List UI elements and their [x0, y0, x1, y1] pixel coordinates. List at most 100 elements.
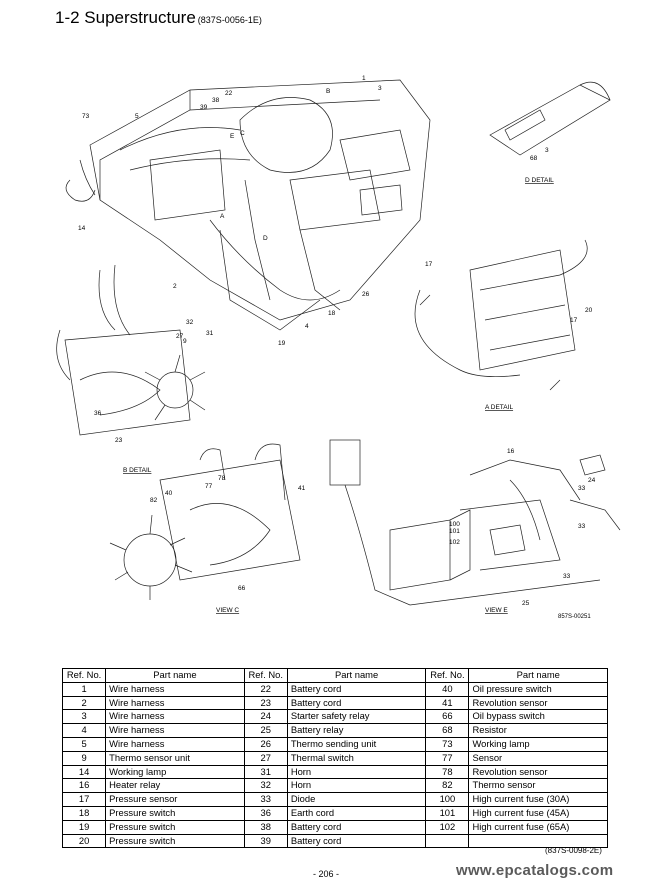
ref-number-cell: 16	[61, 778, 107, 794]
ref-number-cell: 20	[61, 833, 107, 849]
header-ref: Ref. No.	[425, 668, 470, 683]
watermark: www.epcatalogs.com	[456, 862, 614, 879]
header-ref: Ref. No.	[243, 668, 288, 683]
view-c-label: VIEW C	[216, 607, 239, 614]
part-name-cell: High current fuse (30A)	[468, 792, 608, 807]
callout-82: 82	[150, 497, 158, 504]
callout-73: 73	[82, 113, 90, 120]
parts-table-header: Ref. No. Part name Ref. No. Part name Re…	[61, 668, 608, 683]
ref-number-cell: 24	[243, 709, 288, 725]
part-name-cell: Battery cord	[286, 695, 427, 711]
ref-number-cell: 17	[61, 792, 107, 807]
callout-23: 23	[115, 437, 123, 444]
callout-9: 9	[183, 338, 187, 345]
part-name-cell: Oil bypass switch	[468, 709, 608, 725]
callout-38: 38	[212, 97, 220, 104]
parts-table: Ref. No. Part name Ref. No. Part name Re…	[61, 668, 608, 849]
ref-number-cell: 40	[425, 681, 470, 697]
part-name-cell: Pressure sensor	[105, 792, 245, 807]
part-name-cell: Resistor	[468, 723, 608, 738]
part-name-cell: Sensor	[468, 750, 608, 766]
part-name-cell: Thermal switch	[286, 750, 427, 766]
callout-39: 39	[200, 104, 208, 111]
part-name-cell: Thermo sensor	[468, 778, 608, 794]
ref-number-cell: 18	[61, 805, 107, 821]
part-name-cell: Battery relay	[286, 723, 427, 738]
part-name-cell: Earth cord	[286, 805, 427, 821]
arrow-label-c: C	[240, 130, 245, 137]
callout-27: 27	[176, 333, 184, 340]
part-name-cell: Wire harness	[105, 723, 245, 738]
callout-101: 101	[449, 528, 460, 535]
ref-number-cell: 77	[425, 750, 470, 766]
part-name-cell: Wire harness	[105, 736, 245, 752]
view-e-label: VIEW E	[485, 607, 508, 614]
part-name-cell: Revolution sensor	[468, 695, 608, 711]
callout-78: 78	[218, 475, 226, 482]
ref-number-cell: 25	[243, 723, 288, 738]
arrow-label-e: E	[230, 133, 235, 140]
header-name: Part name	[468, 668, 608, 683]
part-name-cell: High current fuse (45A)	[468, 805, 608, 821]
detail-a-label: A DETAIL	[485, 404, 513, 411]
callout-3: 3	[378, 85, 382, 92]
ref-number-cell: 66	[425, 709, 470, 725]
header-ref: Ref. No.	[61, 668, 107, 683]
callout-18: 18	[328, 310, 336, 317]
part-name-cell: Battery cord	[286, 833, 427, 849]
part-name-cell: Horn	[286, 764, 427, 780]
ref-number-cell: 5	[61, 736, 107, 752]
detail-b-label: B DETAIL	[123, 467, 152, 474]
part-name-cell: Horn	[286, 778, 427, 794]
callout-26: 26	[362, 291, 370, 298]
callout-77: 77	[205, 483, 213, 490]
callout-17a: 17	[425, 261, 433, 268]
ref-number-cell: 78	[425, 764, 470, 780]
part-name-cell	[468, 833, 608, 849]
callout-33b: 33	[578, 523, 586, 530]
part-name-cell: Diode	[286, 792, 427, 807]
title-main: 1-2 Superstructure	[55, 8, 196, 27]
ref-number-cell: 1	[61, 681, 107, 697]
page-title: 1-2 Superstructure(837S-0056-1E)	[55, 8, 262, 28]
callout-16: 16	[507, 448, 515, 455]
ref-number-cell: 22	[243, 681, 288, 697]
figure-code: 857S-00251	[558, 614, 591, 620]
part-name-cell: Working lamp	[105, 764, 245, 780]
arrow-label-a: A	[220, 213, 225, 220]
part-name-cell: Pressure switch	[105, 819, 245, 835]
ref-number-cell: 100	[425, 792, 470, 807]
ref-number-cell: 68	[425, 723, 470, 738]
ref-number-cell: 19	[61, 819, 107, 835]
ref-number-cell: 38	[243, 819, 288, 835]
part-name-cell: Working lamp	[468, 736, 608, 752]
arrow-label-d: D	[263, 235, 268, 242]
title-code: (837S-0056-1E)	[197, 15, 262, 25]
ref-number-cell: 2	[61, 695, 107, 711]
callout-66: 66	[238, 585, 246, 592]
ref-number-cell: 27	[243, 750, 288, 766]
callout-2: 2	[173, 283, 177, 290]
part-name-cell: Pressure switch	[105, 805, 245, 821]
part-name-cell: Wire harness	[105, 695, 245, 711]
header-name: Part name	[105, 668, 245, 683]
callout-19: 19	[278, 340, 286, 347]
page-number: - 206 -	[313, 869, 340, 879]
part-name-cell: Starter safety relay	[286, 709, 427, 725]
callout-32: 32	[186, 319, 194, 326]
callout-31: 31	[206, 330, 214, 337]
callout-102: 102	[449, 539, 460, 546]
table-code: (837S-0098-2E)	[545, 846, 602, 855]
callout-3b: 3	[545, 147, 549, 154]
ref-number-cell: 102	[425, 819, 470, 835]
callout-5: 5	[135, 113, 139, 120]
